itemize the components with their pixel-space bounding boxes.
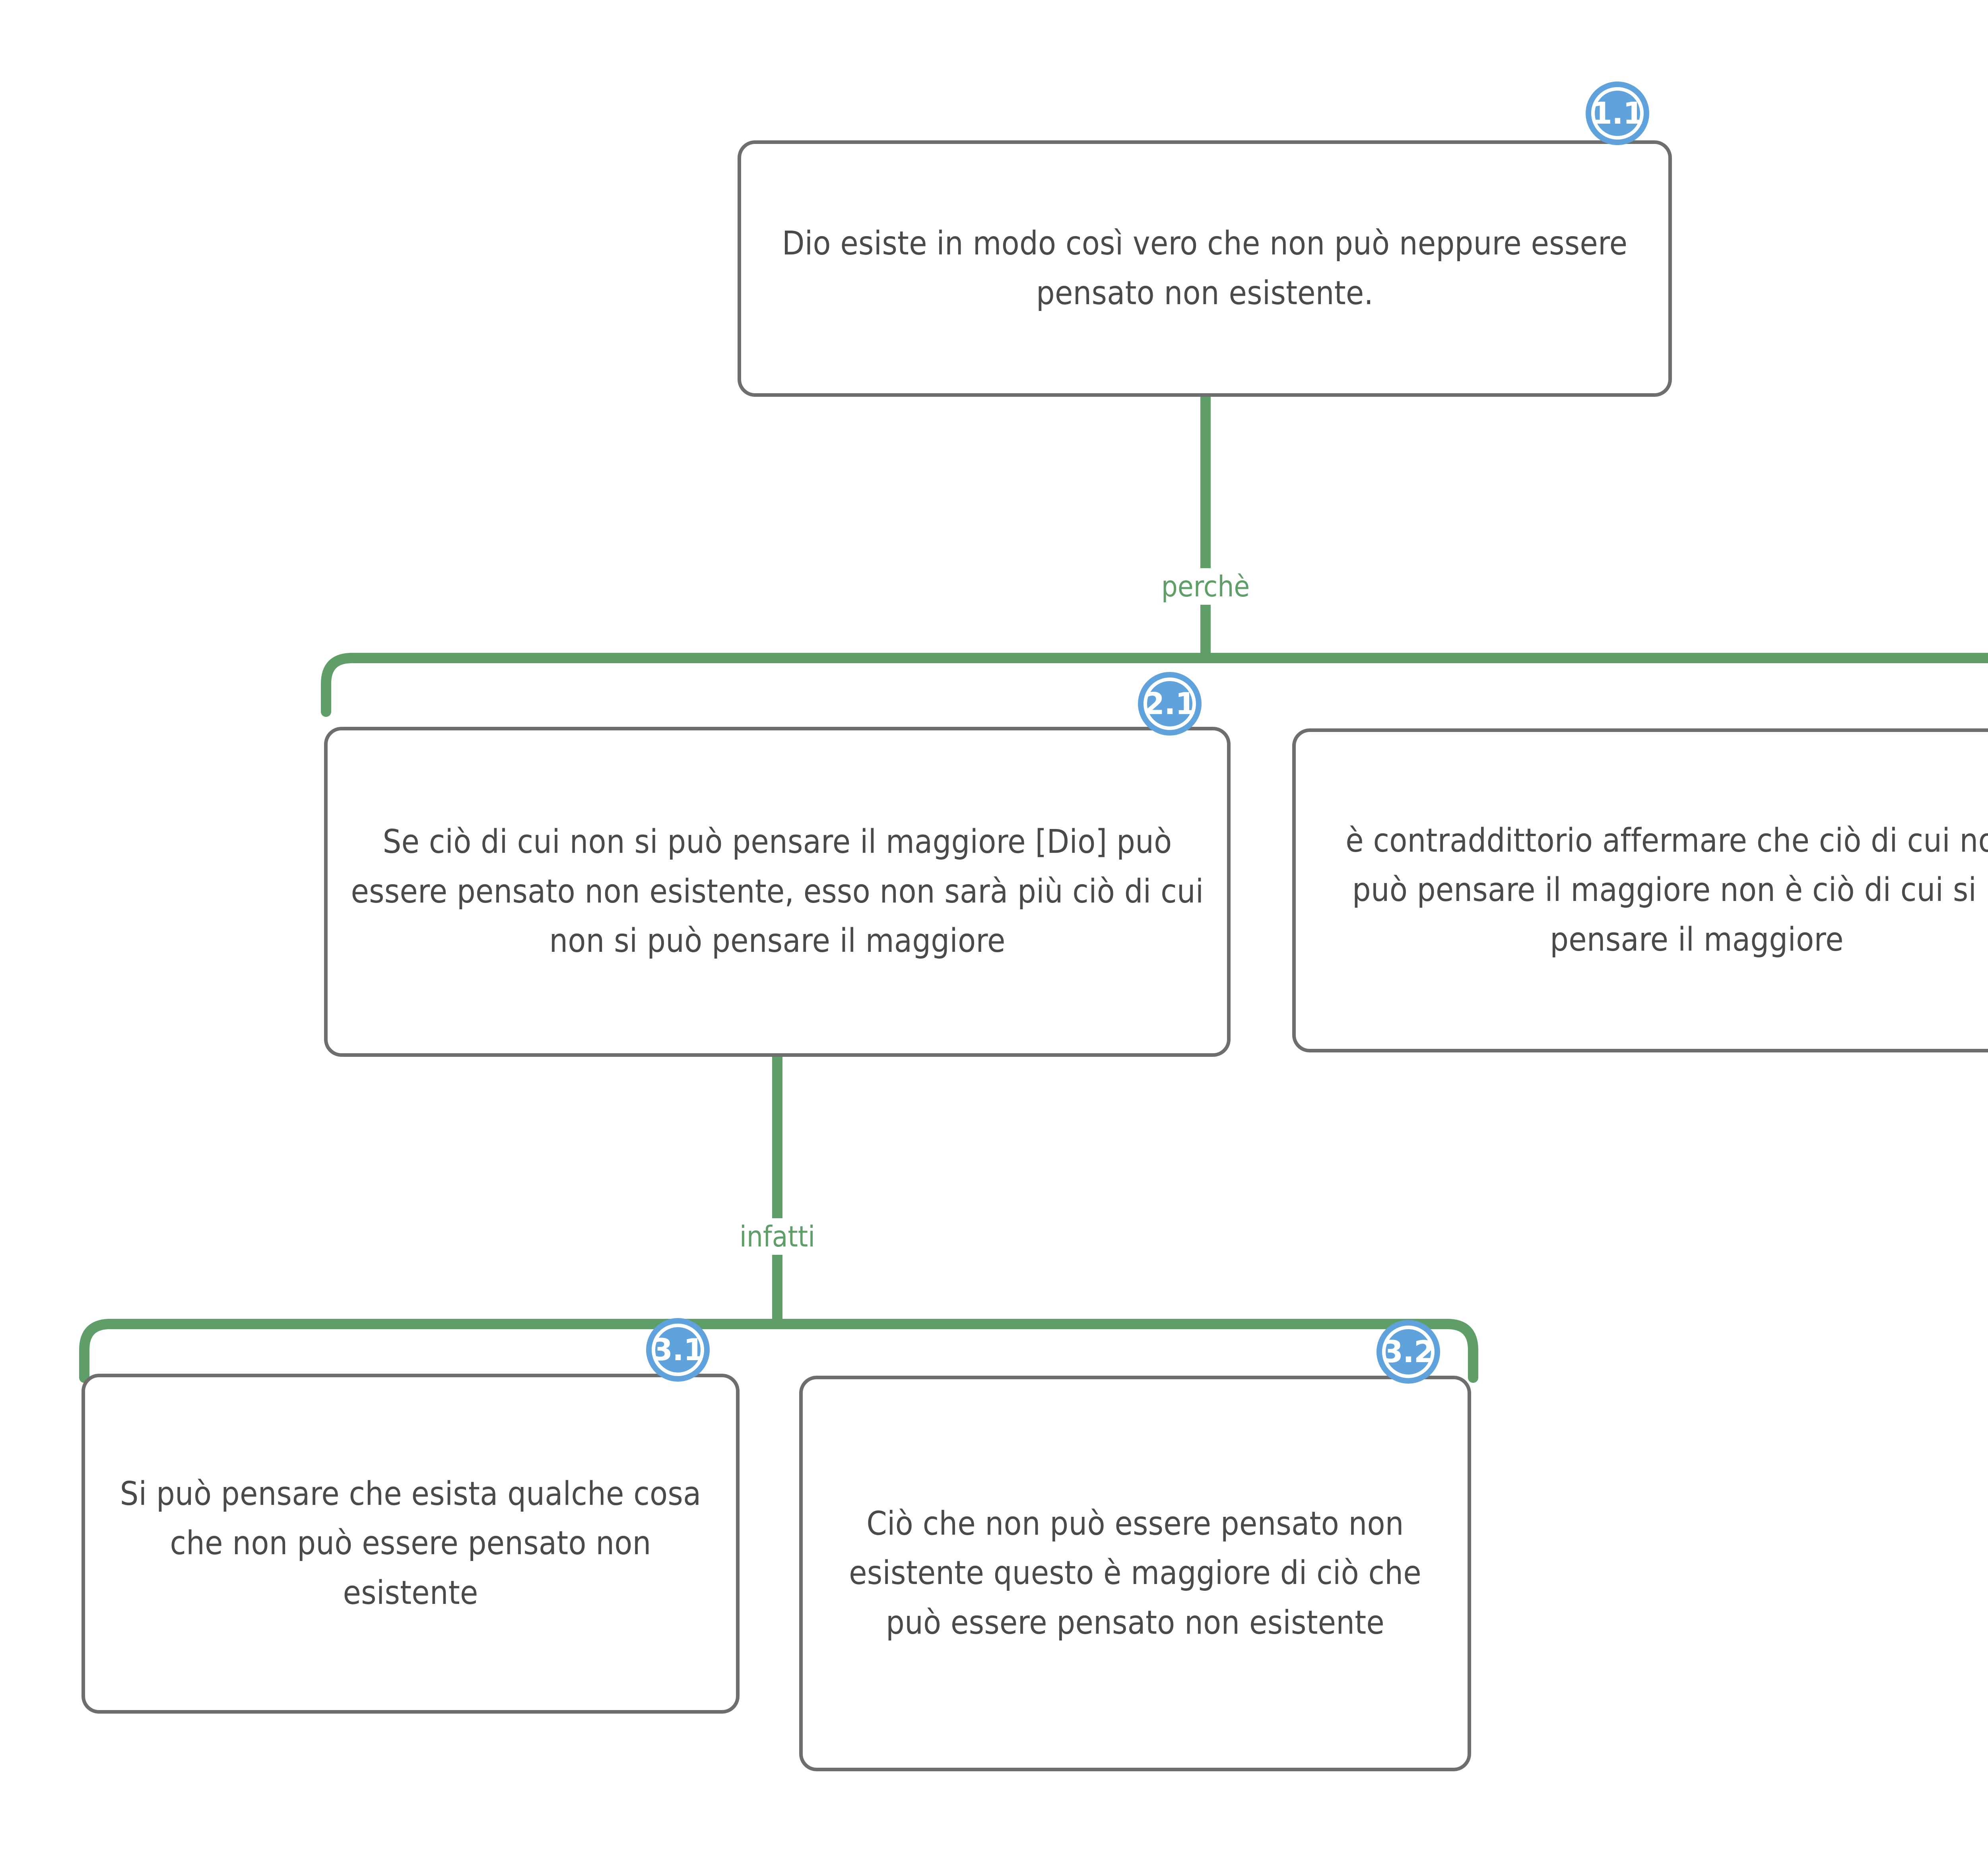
- node-3-2-badge[interactable]: 3.2: [1376, 1320, 1440, 1384]
- node-2-1-text: Se ciò di cui non si può pensare il magg…: [351, 823, 1204, 960]
- edge-perche-path: [321, 390, 1988, 717]
- node-1-1-text: Dio esiste in modo così vero che non può…: [782, 224, 1628, 312]
- node-3-1-badge[interactable]: 3.1: [646, 1318, 710, 1382]
- node-2-1[interactable]: Se ciò di cui non si può pensare il magg…: [324, 727, 1231, 1057]
- node-3-1-badge-label: 3.1: [652, 1332, 705, 1367]
- node-1-1-badge[interactable]: 1.1: [1586, 82, 1649, 145]
- edge-label-perche: perchè: [1152, 568, 1259, 605]
- node-1-1[interactable]: Dio esiste in modo così vero che non può…: [738, 140, 1672, 397]
- node-3-1[interactable]: Si può pensare che esista qualche cosa c…: [82, 1374, 740, 1714]
- node-3-1-text: Si può pensare che esista qualche cosa c…: [120, 1475, 701, 1612]
- node-2-2-text: è contraddittorio affermare che ciò di c…: [1345, 821, 1988, 959]
- edge-infatti-path: [79, 1051, 1478, 1383]
- node-3-2-badge-label: 3.2: [1382, 1334, 1435, 1369]
- node-1-1-badge-label: 1.1: [1591, 95, 1644, 131]
- node-3-2-text: Ciò che non può essere pensato non esist…: [849, 1505, 1421, 1642]
- node-2-1-badge[interactable]: 2.1: [1138, 672, 1202, 736]
- node-2-2[interactable]: è contraddittorio affermare che ciò di c…: [1292, 728, 1988, 1052]
- edge-label-infatti: infatti: [730, 1218, 824, 1255]
- node-3-2[interactable]: Ciò che non può essere pensato non esist…: [799, 1376, 1471, 1771]
- node-2-1-badge-label: 2.1: [1143, 686, 1196, 721]
